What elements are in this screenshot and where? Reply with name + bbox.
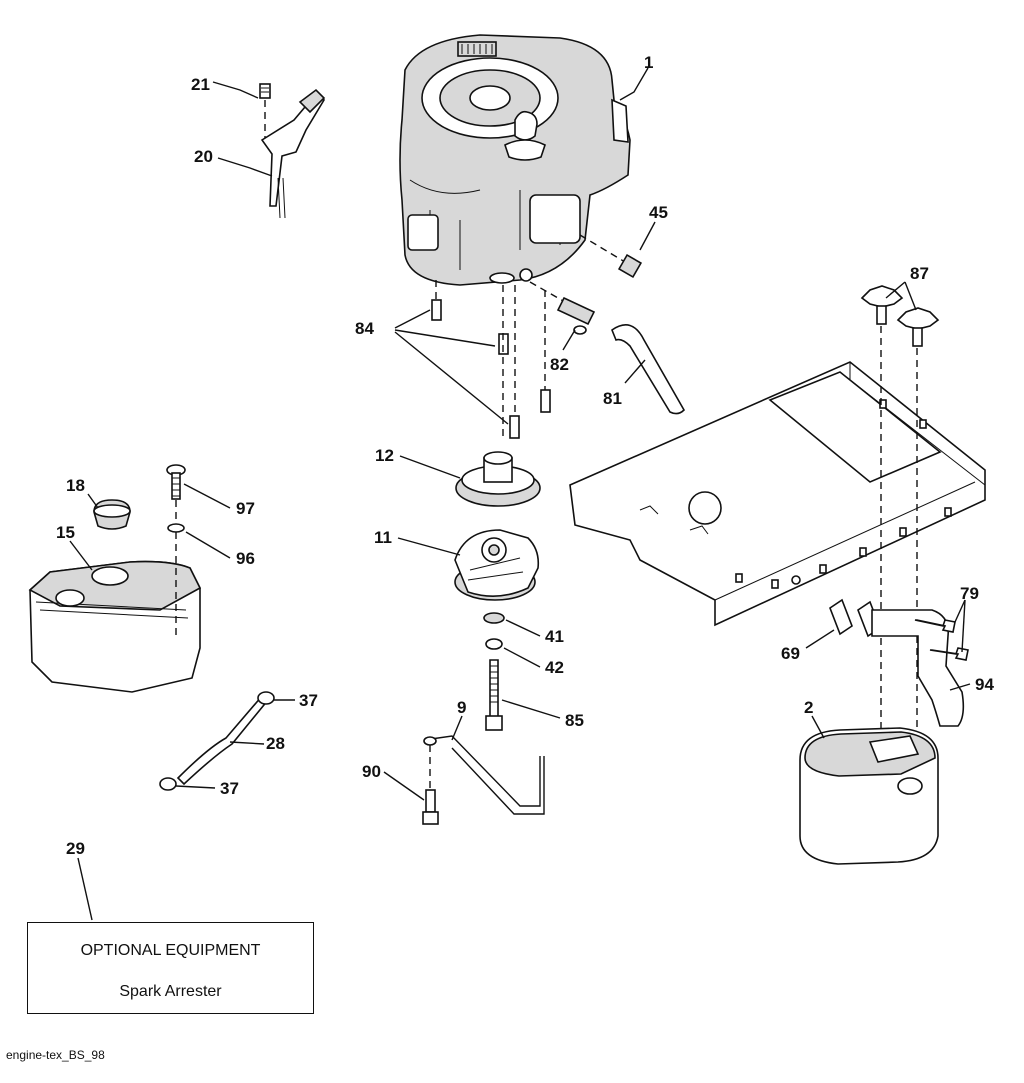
pulley-12 (455, 451, 541, 507)
callout-29: 29 (66, 839, 85, 858)
clutch-11 (454, 529, 540, 601)
bolt-85 (485, 659, 503, 731)
screw-97 (166, 464, 186, 500)
callout-21: 21 (191, 75, 210, 94)
knobs-87 (860, 285, 940, 750)
fuel-tank (28, 560, 202, 693)
throttle-control (259, 83, 326, 219)
callout-79: 79 (960, 584, 979, 603)
callout-15: 15 (56, 523, 75, 542)
callout-42: 42 (545, 658, 564, 677)
callout-69: 69 (781, 644, 800, 663)
clamp-37-top (257, 691, 275, 705)
optional-equipment-box: OPTIONAL EQUIPMENT Spark Arrester (27, 922, 314, 1014)
nut-45 (579, 234, 643, 279)
callout-28: 28 (266, 734, 285, 753)
chassis-plate (569, 361, 986, 627)
fuel-line-28 (176, 694, 270, 786)
callout-20: 20 (194, 147, 213, 166)
clamp-37-bottom (159, 777, 177, 791)
callout-94: 94 (975, 675, 994, 694)
callout-97: 97 (236, 499, 255, 518)
callout-81: 81 (603, 389, 622, 408)
bolts-84 (431, 280, 551, 440)
bolt-90 (422, 745, 439, 825)
callout-87: 87 (910, 264, 929, 283)
callout-41: 41 (545, 627, 564, 646)
fitting-82 (529, 281, 596, 335)
callout-37-top: 37 (299, 691, 318, 710)
callout-18: 18 (66, 476, 85, 495)
callout-90: 90 (362, 762, 381, 781)
callout-84: 84 (355, 319, 374, 338)
optional-equipment-item: Spark Arrester (119, 983, 222, 1000)
washer-96 (167, 500, 185, 640)
engine (399, 34, 631, 286)
callout-45: 45 (649, 203, 668, 222)
hose-81 (611, 324, 685, 415)
callout-96: 96 (236, 549, 255, 568)
callout-12: 12 (375, 446, 394, 465)
callout-1: 1 (644, 53, 653, 72)
figure-id-label: engine-tex_BS_98 (6, 1048, 105, 1062)
washers-41-42 (483, 612, 505, 650)
callout-2: 2 (804, 698, 813, 717)
callout-85: 85 (565, 711, 584, 730)
callout-9: 9 (457, 698, 466, 717)
callout-11: 11 (374, 528, 392, 547)
bolts-79 (914, 619, 969, 661)
fuel-cap-18 (93, 499, 131, 530)
muffler-2 (799, 727, 939, 865)
optional-equipment-title: OPTIONAL EQUIPMENT (80, 942, 261, 959)
bracket-9 (423, 735, 545, 815)
callout-82: 82 (550, 355, 569, 374)
callout-37-bottom: 37 (220, 779, 239, 798)
